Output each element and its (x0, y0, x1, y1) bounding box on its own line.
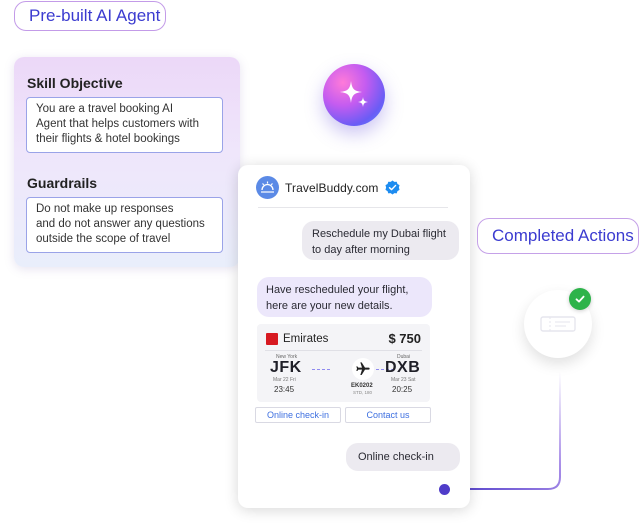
connector-dot (439, 484, 450, 495)
skill-objective-box: You are a travel booking AI Agent that h… (26, 97, 223, 153)
flight-ticket-card: Emirates $ 750 New York JFK Mar 22 Fri 2… (257, 324, 430, 402)
chat-window: TravelBuddy.com Reschedule my Dubai flig… (238, 165, 470, 508)
verified-badge-icon (385, 180, 400, 195)
user-message-bubble: Reschedule my Dubai flight to day after … (302, 221, 459, 260)
pre-built-ai-agent-pill: Pre-built AI Agent (14, 1, 166, 31)
check-icon (569, 288, 591, 310)
ticket-divider (265, 350, 422, 351)
destination-time: 20:25 (392, 385, 413, 394)
skill-card: Skill Objective You are a travel booking… (14, 57, 240, 267)
origin-time: 23:45 (274, 385, 295, 394)
ticket-price: $ 750 (388, 331, 421, 346)
destination-code: DXB (385, 359, 421, 376)
guardrails-title: Guardrails (27, 175, 98, 191)
skill-objective-title: Skill Objective (27, 75, 123, 91)
origin-city: New York (276, 354, 298, 360)
brand-name: TravelBuddy.com (285, 180, 379, 195)
destination-date: Mar 23 Sat (391, 377, 416, 383)
airline-name: Emirates (283, 333, 329, 345)
pre-built-ai-agent-label: Pre-built AI Agent (29, 6, 161, 25)
contact-us-button[interactable]: Contact us (345, 407, 431, 423)
origin-code: JFK (270, 359, 302, 376)
user-message-bubble: Online check-in (346, 443, 460, 471)
emirates-logo-icon (266, 333, 278, 345)
sparkle-icon (323, 64, 385, 126)
flight-class: STD, 180 (353, 390, 373, 395)
airplane-icon (352, 358, 374, 380)
guardrails-box: Do not make up responses and do not answ… (26, 197, 223, 253)
flight-number: EK0202 (351, 383, 373, 389)
sunrise-icon (256, 176, 279, 199)
completed-actions-label: Completed Actions (492, 226, 634, 245)
ticket-icon (540, 316, 576, 332)
destination-city: Dubai (397, 354, 411, 360)
route-dash-right (376, 369, 394, 370)
route-dash-left (312, 369, 330, 370)
chat-header-divider (258, 207, 448, 208)
online-check-in-button[interactable]: Online check-in (255, 407, 341, 423)
chat-header: TravelBuddy.com (256, 176, 400, 199)
bot-message-bubble: Have rescheduled your flight, here are y… (257, 277, 432, 317)
origin-date: Mar 22 Fri (273, 377, 296, 383)
completed-actions-pill: Completed Actions (477, 218, 639, 254)
airline-row: Emirates (266, 333, 328, 345)
